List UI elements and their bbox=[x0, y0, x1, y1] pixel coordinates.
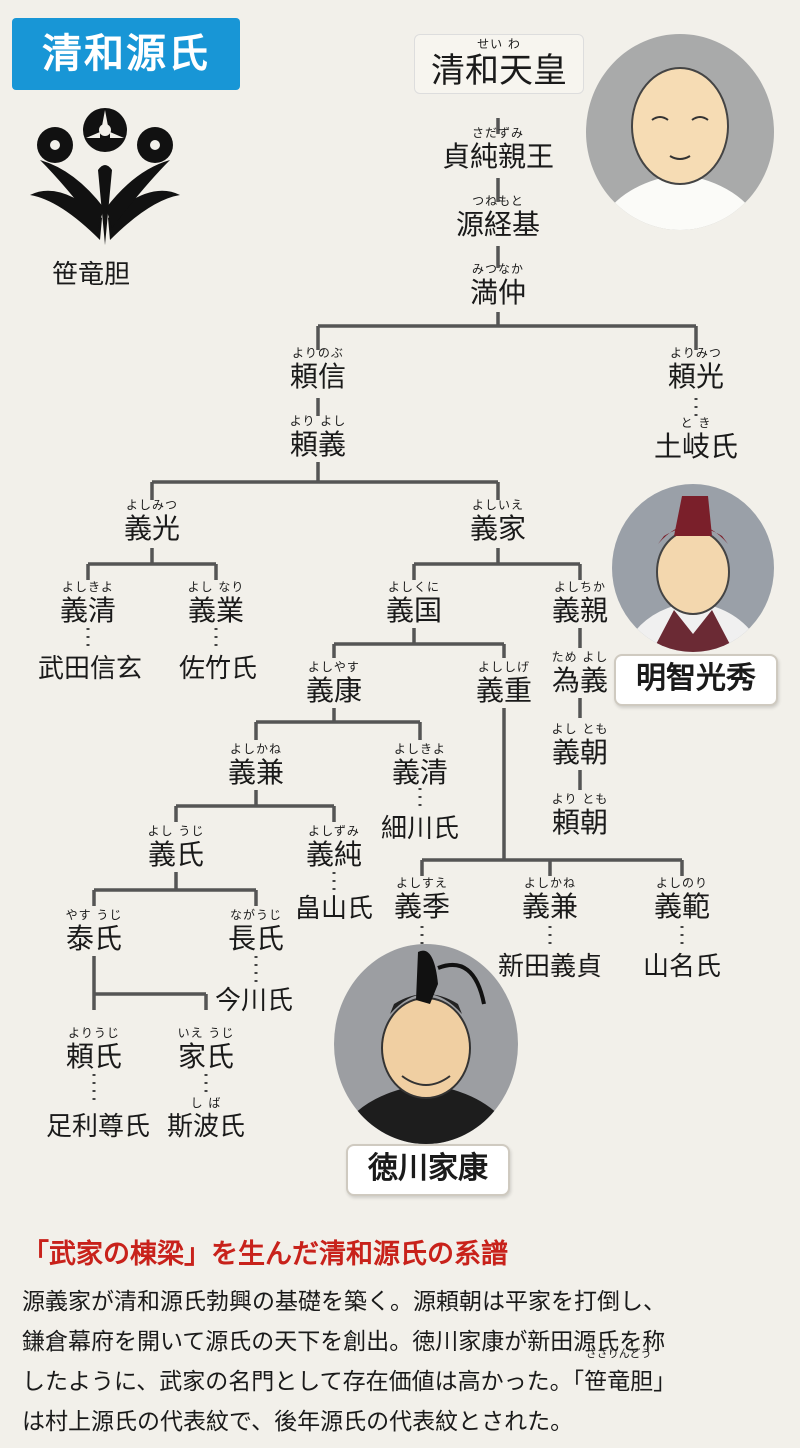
seiwa-portrait bbox=[586, 34, 774, 230]
leaf-ashikaga: 足利尊氏 bbox=[45, 1112, 150, 1142]
node-yoshiyasu: よしやす義康 bbox=[305, 660, 362, 707]
caption-line-4: は村上源氏の代表紋で、後年源氏の代表紋とされた。 bbox=[22, 1409, 574, 1435]
node-yoshitomo: よし とも義朝 bbox=[551, 722, 609, 769]
node-toki: と き土岐氏 bbox=[653, 416, 738, 463]
node-shiba: し ば斯波氏 bbox=[166, 1096, 245, 1142]
caption-line-3-part-a: したように、武家の名門として存在価値は高かった。「 bbox=[22, 1369, 585, 1395]
node-yoshikiyo-b: よしきよ義清 bbox=[391, 742, 448, 789]
node-yoshikane-a: よしかね義兼 bbox=[227, 742, 284, 789]
sasarindo-crest-icon bbox=[30, 108, 180, 245]
leaf-hatakeyama: 畠山氏 bbox=[294, 894, 373, 924]
node-yoshisue: よしすえ義季 bbox=[393, 876, 450, 923]
node-yasuuji: やす うじ泰氏 bbox=[65, 908, 123, 955]
node-yorimitsu: よりみつ頼光 bbox=[667, 346, 724, 393]
node-mitsunaka: みつなか満仲 bbox=[469, 262, 526, 309]
node-yoshinari: よし なり義業 bbox=[187, 580, 245, 627]
node-yoshikane-b: よしかね義兼 bbox=[521, 876, 578, 923]
node-yoshimitsu: よしみつ義光 bbox=[123, 498, 180, 545]
caption-line-3-part-b: 」 bbox=[653, 1369, 677, 1395]
leaf-satake: 佐竹氏 bbox=[178, 654, 257, 684]
caption-sasarindo-kanji: 笹竜胆 bbox=[584, 1369, 654, 1395]
node-yoshizumi: よしずみ義純 bbox=[305, 824, 362, 871]
leaf-nitta: 新田義貞 bbox=[497, 952, 602, 982]
caption-sasarindo-word: ささりんどう笹竜胆 bbox=[584, 1348, 654, 1402]
tokugawa-name-tag: 徳川家康 bbox=[346, 1144, 510, 1196]
caption-sasarindo-ruby: ささりんどう bbox=[585, 1347, 652, 1360]
tokugawa-portrait bbox=[334, 944, 518, 1144]
node-yoshinori: よしのり義範 bbox=[653, 876, 710, 923]
node-yoshiie: よしいえ義家 bbox=[469, 498, 526, 545]
node-nagauji: ながうじ長氏 bbox=[227, 908, 284, 955]
caption-line-2: 鎌倉幕府を開いて源氏の天下を創出。徳川家康が新田源氏を称 bbox=[22, 1329, 666, 1355]
node-seiwa: せい わ清和天皇 bbox=[414, 34, 584, 94]
node-yoritomo: より とも頼朝 bbox=[551, 792, 609, 839]
leaf-imagawa: 今川氏 bbox=[214, 986, 293, 1016]
node-yoshishige: よししげ義重 bbox=[475, 660, 532, 707]
caption-heading: 「武家の棟梁」を生んだ清和源氏の系譜 bbox=[22, 1239, 508, 1270]
caption-line-3: したように、武家の名門として存在価値は高かった。「ささりんどう笹竜胆」 bbox=[22, 1348, 792, 1402]
node-yoshikuni: よしくに義国 bbox=[385, 580, 442, 627]
node-sadazumi: さだずみ貞純親王 bbox=[441, 126, 554, 173]
node-yoriuji: よりうじ頼氏 bbox=[65, 1026, 122, 1073]
crest-name: 笹竜胆 bbox=[52, 260, 131, 290]
leaf-takeda: 武田信玄 bbox=[37, 654, 142, 684]
page-title: 清和源氏 bbox=[12, 18, 240, 90]
node-yoriyoshi: より よし頼義 bbox=[289, 414, 347, 461]
node-tameyoshi: ため よし為義 bbox=[551, 650, 609, 697]
caption-body: 源義家が清和源氏勃興の基礎を築く。源頼朝は平家を打倒し、 鎌倉幕府を開いて源氏の… bbox=[22, 1282, 792, 1442]
leaf-yamana: 山名氏 bbox=[642, 952, 721, 982]
node-yoshikiyo-a: よしきよ義清 bbox=[59, 580, 116, 627]
leaf-hosokawa: 細川氏 bbox=[380, 814, 459, 844]
node-yoshichika: よしちか義親 bbox=[551, 580, 608, 627]
node-tsunemoto: つねもと源経基 bbox=[455, 194, 540, 241]
node-yoshiuji: よし うじ義氏 bbox=[147, 824, 205, 871]
caption-line-1: 源義家が清和源氏勃興の基礎を築く。源頼朝は平家を打倒し、 bbox=[22, 1289, 666, 1315]
node-ieuji: いえ うじ家氏 bbox=[177, 1026, 235, 1073]
node-yorinobu: よりのぶ頼信 bbox=[289, 346, 346, 393]
akechi-name-tag: 明智光秀 bbox=[614, 654, 778, 706]
akechi-portrait bbox=[612, 484, 774, 652]
